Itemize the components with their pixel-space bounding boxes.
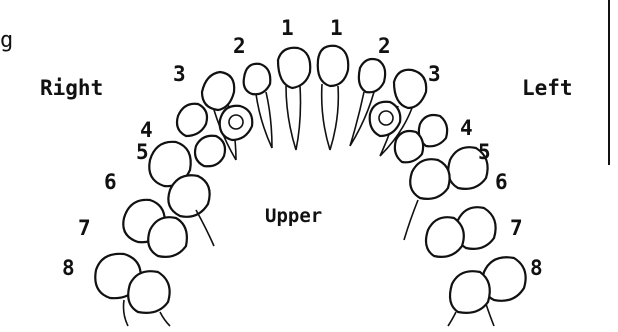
tooth-number-left-7: 7 [510,216,523,240]
right-central-incisor [278,48,310,150]
tooth-number-right-2: 2 [233,34,246,58]
tooth-number-right-8: 8 [62,256,75,280]
upper-arch-label: Upper [265,205,322,227]
tooth-number-right-4: 4 [140,118,153,142]
tooth-number-right-7: 7 [78,216,91,240]
right-third-molar [95,254,170,326]
right-side-label: Right [40,76,103,100]
left-central-incisor [318,46,349,150]
page-edge-line [608,0,618,165]
right-lateral-incisor [244,64,272,148]
tooth-number-right-1: 1 [281,16,294,40]
tooth-number-left-5: 5 [478,140,491,164]
left-first-premolar [370,102,401,136]
left-side-label: Left [522,76,573,100]
tooth-number-right-3: 3 [173,62,186,86]
tooth-number-left-2: 2 [378,34,391,58]
tooth-number-left-8: 8 [530,256,543,280]
tooth-number-right-6: 6 [104,170,117,194]
right-first-premolar [220,106,253,140]
tooth-number-left-4: 4 [460,116,473,140]
tooth-number-left-3: 3 [428,62,441,86]
corner-text-fragment: g [0,28,13,53]
left-second-molar [426,207,496,257]
tooth-number-right-5: 5 [136,140,149,164]
left-second-premolar [395,115,447,162]
left-third-molar [448,257,526,326]
tooth-number-left-6: 6 [495,170,508,194]
tooth-number-left-1: 1 [330,16,343,40]
